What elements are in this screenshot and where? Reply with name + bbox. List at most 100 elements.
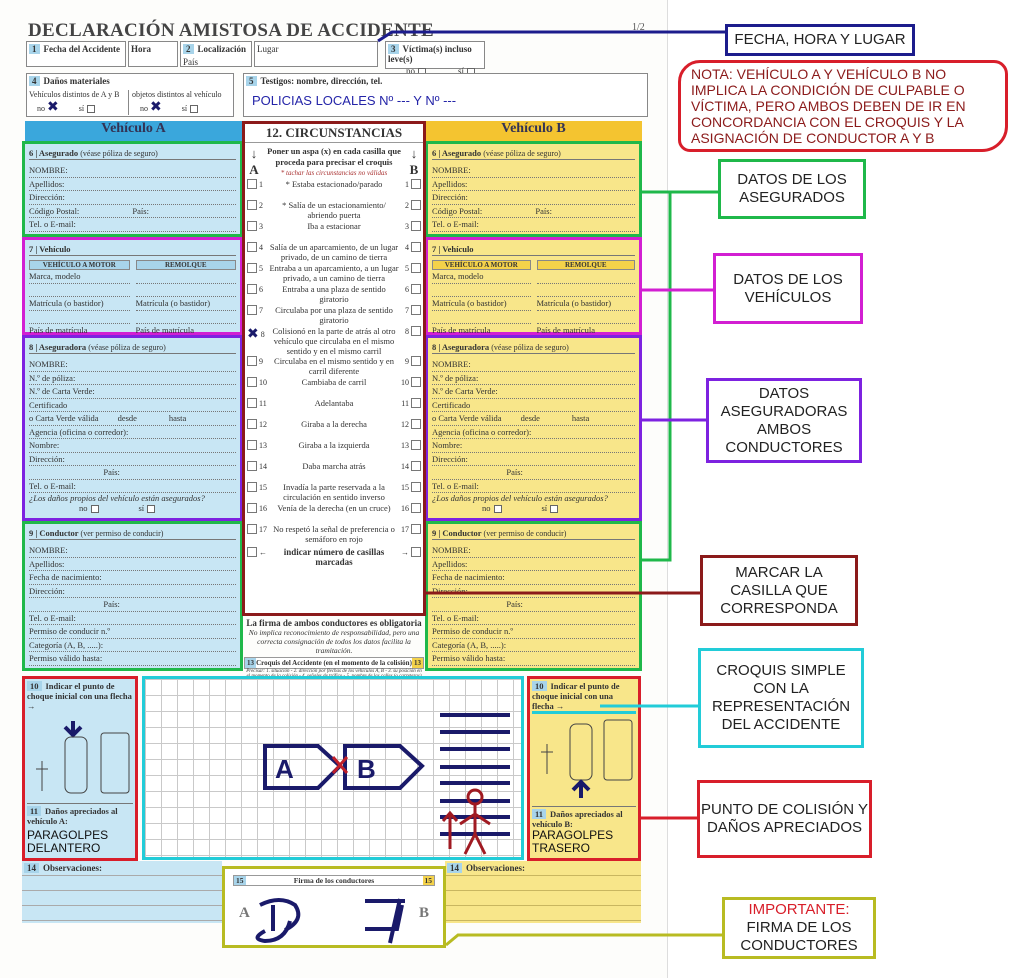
form-line[interactable]: Dirección:: [29, 453, 236, 466]
form-line[interactable]: [135, 284, 236, 297]
checkbox-a[interactable]: [247, 284, 257, 294]
form-line[interactable]: Permiso válido hasta:: [432, 652, 635, 666]
form-line[interactable]: Matrícula (o bastidor): [536, 297, 635, 311]
form-line[interactable]: Dirección:: [29, 191, 236, 205]
checkbox-b[interactable]: [411, 503, 421, 513]
insured-si-checkbox[interactable]: [550, 505, 559, 514]
x-mark-icon[interactable]: ✖: [150, 99, 162, 115]
form-line[interactable]: País:: [432, 598, 635, 612]
form-line[interactable]: Permiso de conducir n.º: [432, 625, 635, 639]
checkbox-a[interactable]: [247, 242, 257, 252]
form-line[interactable]: Dirección:: [432, 191, 635, 205]
checkbox-a[interactable]: [247, 263, 257, 273]
form-line[interactable]: Permiso válido hasta:: [29, 652, 236, 666]
form-line[interactable]: [536, 311, 635, 324]
form-line[interactable]: Código Postal: País:: [432, 205, 635, 218]
checkbox-b[interactable]: [411, 221, 421, 231]
checkbox-a[interactable]: [247, 305, 257, 315]
form-line[interactable]: [536, 270, 635, 284]
checkbox-b[interactable]: [411, 377, 421, 387]
insured-si-checkbox[interactable]: [147, 505, 156, 514]
form-line[interactable]: [29, 284, 130, 297]
checkbox-b[interactable]: [411, 326, 421, 336]
checkbox-a[interactable]: [247, 200, 257, 210]
form-line[interactable]: Categoría (A, B, .....):: [29, 639, 236, 652]
total-a-box[interactable]: [247, 547, 257, 557]
insured-no-checkbox[interactable]: [90, 505, 99, 514]
checkbox-b[interactable]: [411, 440, 421, 450]
form-line[interactable]: País:: [432, 466, 635, 480]
form-line[interactable]: [536, 284, 635, 297]
form-line[interactable]: Fecha de nacimiento:: [432, 571, 635, 585]
checkbox-b[interactable]: [411, 524, 421, 534]
damage-value-a[interactable]: PARAGOLPES DELANTERO: [27, 828, 109, 855]
form-line[interactable]: NOMBRE:: [29, 164, 236, 178]
checkbox-a[interactable]: [247, 221, 257, 231]
form-line[interactable]: Fecha de nacimiento:: [29, 571, 236, 585]
vehiculos-si-checkbox[interactable]: [87, 105, 96, 114]
form-line[interactable]: [432, 284, 531, 297]
form-line[interactable]: Tel. o E-mail:: [432, 218, 635, 232]
checkbox-b[interactable]: [411, 356, 421, 366]
form-line[interactable]: [135, 311, 236, 324]
checkbox-b[interactable]: [411, 482, 421, 492]
field-hora[interactable]: Hora: [128, 41, 178, 67]
form-line[interactable]: Nombre:: [29, 439, 236, 453]
form-line[interactable]: o Carta Verde válida desde hasta: [29, 412, 236, 426]
checkbox-b[interactable]: [411, 398, 421, 408]
checkbox-a[interactable]: [247, 461, 257, 471]
form-line[interactable]: N.º de Carta Verde:: [29, 385, 236, 399]
checkbox-a[interactable]: [247, 482, 257, 492]
form-line[interactable]: Nombre:: [432, 439, 635, 453]
croquis-sketch-area[interactable]: A B: [142, 676, 524, 860]
form-line[interactable]: N.º de Carta Verde:: [432, 385, 635, 399]
form-line[interactable]: Apellidos:: [29, 558, 236, 571]
form-line[interactable]: NOMBRE:: [432, 358, 635, 372]
signatures[interactable]: [245, 891, 425, 947]
checkbox-b[interactable]: [411, 179, 421, 189]
form-line[interactable]: Código Postal: País:: [29, 205, 236, 218]
objetos-si-checkbox[interactable]: [190, 105, 199, 114]
form-line[interactable]: Tel. o E-mail:: [432, 612, 635, 625]
form-line[interactable]: Categoría (A, B, .....):: [432, 639, 635, 652]
checkbox-a[interactable]: [247, 377, 257, 387]
form-line[interactable]: Matrícula (o bastidor): [432, 297, 531, 311]
form-line[interactable]: Tel. o E-mail:: [29, 612, 236, 625]
form-line[interactable]: Matrícula (o bastidor): [29, 297, 130, 311]
form-line[interactable]: N.º de póliza:: [432, 372, 635, 385]
form-line[interactable]: Tel. o E-mail:: [432, 480, 635, 493]
form-line[interactable]: Dirección:: [432, 585, 635, 598]
form-line[interactable]: N.º de póliza:: [29, 372, 236, 385]
form-line[interactable]: [29, 311, 130, 324]
checkbox-b[interactable]: [411, 200, 421, 210]
form-line[interactable]: Certificado: [432, 399, 635, 412]
form-line[interactable]: Apellidos:: [432, 558, 635, 571]
checkbox-a[interactable]: [247, 440, 257, 450]
form-line[interactable]: o Carta Verde válida desde hasta: [432, 412, 635, 426]
form-line[interactable]: [432, 311, 531, 324]
form-line[interactable]: Dirección:: [29, 585, 236, 598]
form-line[interactable]: Agencia (oficina o corredor):: [432, 426, 635, 439]
form-line[interactable]: NOMBRE:: [29, 358, 236, 372]
field-lugar[interactable]: Lugar: [254, 41, 378, 67]
form-line[interactable]: Tel. o E-mail:: [29, 480, 236, 493]
checkbox-a[interactable]: [247, 179, 257, 189]
vehicle-diagram-a[interactable]: [27, 711, 135, 801]
form-line[interactable]: Marca, modelo: [432, 270, 531, 284]
total-b-box[interactable]: [411, 547, 421, 557]
checkbox-b[interactable]: [411, 263, 421, 273]
checkbox-b[interactable]: [411, 284, 421, 294]
form-line[interactable]: [135, 270, 236, 284]
form-line[interactable]: Matrícula (o bastidor): [135, 297, 236, 311]
checkbox-b[interactable]: [411, 305, 421, 315]
form-line[interactable]: NOMBRE:: [432, 544, 635, 558]
form-line[interactable]: País:: [29, 466, 236, 480]
checkbox-b[interactable]: [411, 419, 421, 429]
form-line[interactable]: Apellidos:: [29, 178, 236, 191]
form-line[interactable]: Apellidos:: [432, 178, 635, 191]
